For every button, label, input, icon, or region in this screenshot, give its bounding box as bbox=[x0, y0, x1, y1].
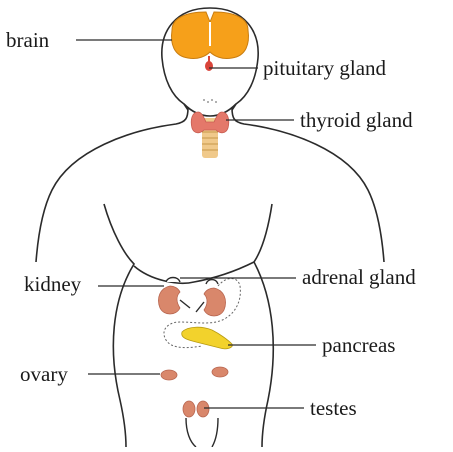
label-adrenal-gland: adrenal gland bbox=[302, 265, 416, 289]
torso-left-outline bbox=[104, 204, 134, 447]
left-ovary bbox=[161, 370, 177, 380]
label-testes: testes bbox=[310, 396, 357, 420]
leader-lines bbox=[76, 40, 316, 408]
right-kidney bbox=[204, 288, 226, 316]
left-adrenal-gland bbox=[166, 278, 180, 283]
label-brain: brain bbox=[6, 28, 50, 52]
pancreas-organ bbox=[182, 327, 233, 349]
left-kidney bbox=[158, 286, 180, 314]
label-pancreas: pancreas bbox=[322, 333, 395, 357]
right-adrenal-gland bbox=[206, 280, 218, 285]
label-kidney: kidney bbox=[24, 272, 82, 296]
upper-body-outline bbox=[36, 108, 188, 262]
ureters bbox=[180, 300, 204, 312]
chin-outline bbox=[184, 104, 236, 116]
left-testis bbox=[183, 401, 195, 417]
right-testis bbox=[197, 401, 209, 417]
thyroid-organ bbox=[191, 112, 229, 133]
torso-right-outline bbox=[254, 204, 273, 447]
groin-outline bbox=[186, 418, 218, 447]
right-ovary bbox=[212, 367, 228, 377]
label-thyroid-gland: thyroid gland bbox=[300, 108, 413, 132]
label-ovary: ovary bbox=[20, 362, 68, 386]
neck-dots bbox=[203, 99, 217, 103]
label-pituitary-gland: pituitary gland bbox=[263, 56, 387, 80]
pituitary-organ bbox=[205, 61, 213, 71]
